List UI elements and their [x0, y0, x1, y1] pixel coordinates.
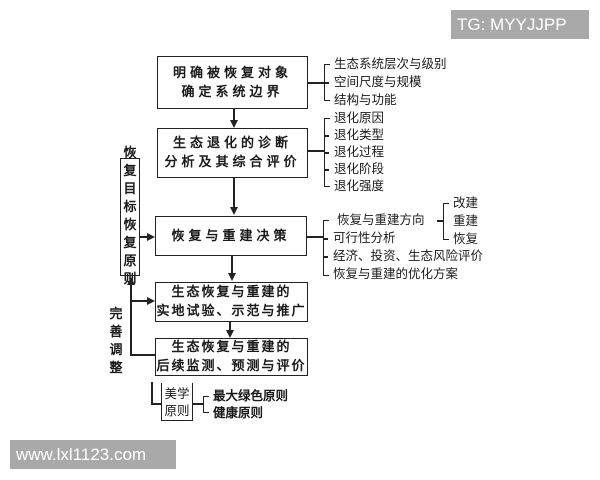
aesthetic-connector — [193, 403, 203, 405]
step1-detail-2: 空间尺度与规模 — [334, 74, 422, 89]
aesthetic-label: 美学原则 — [164, 385, 190, 418]
arrow-4-5-line — [229, 322, 231, 331]
side-to-step3-line — [140, 236, 148, 238]
step3-box: 恢复与重建决策 — [155, 216, 307, 256]
step3-tick-2 — [323, 256, 328, 258]
arrow-1-2-line — [233, 109, 235, 121]
watermark-bottom-left: www.lxl1123.com — [10, 440, 176, 469]
step3-connector — [307, 236, 323, 238]
step2-detail-3: 退化过程 — [334, 144, 385, 159]
step1-connector — [308, 82, 324, 84]
step3-direction: 恢复与重建方向 — [337, 212, 425, 227]
step1-line1: 明确被恢复对象 — [172, 65, 292, 81]
arrow-right-icon — [147, 297, 155, 305]
step3-bracket — [323, 220, 329, 276]
feedback-vertical — [130, 284, 132, 355]
step2-line1: 生态退化的诊断 — [172, 136, 292, 151]
arrow-down-icon — [230, 120, 238, 128]
direction-bracket — [443, 203, 449, 240]
arrow-down-icon — [226, 330, 234, 338]
arrow-down-icon — [230, 207, 238, 215]
step2-box: 生态退化的诊断 分析及其综合评价 — [157, 128, 308, 178]
step1-detail-3: 结构与功能 — [334, 92, 397, 107]
aesthetic-item-2: 健康原则 — [213, 405, 264, 420]
step1-detail-1: 生态系统层次与级别 — [334, 56, 447, 71]
side-box-text: 恢复目标恢复原则 — [123, 146, 137, 287]
side-goals-principles-box: 恢复目标恢复原则 — [120, 146, 140, 287]
step1-box: 明确被恢复对象 确定系统边界 — [157, 56, 308, 109]
step5-line1: 生态恢复与重建的 — [171, 340, 292, 355]
feedback-to-step4 — [130, 300, 148, 302]
step3-tick-1 — [323, 238, 328, 240]
arrow-right-icon — [147, 233, 155, 241]
step3-item-2: 经济、投资、生态风险评价 — [333, 248, 484, 263]
aesthetic-bottom-line — [151, 403, 161, 405]
arrow-down-icon — [228, 273, 236, 281]
step2-detail-1: 退化原因 — [334, 110, 385, 125]
direction-connector — [437, 220, 443, 222]
watermark-text: TG: MYYJJPP — [457, 14, 567, 34]
feedback-label: 完善调整 — [109, 307, 123, 376]
step3-item-3: 恢复与重建的优化方案 — [333, 266, 459, 281]
aesthetic-bracket — [203, 396, 209, 413]
step2-detail-4: 退化阶段 — [334, 161, 385, 176]
step3-line1: 恢复与重建决策 — [171, 228, 291, 244]
aesthetic-item-1: 最大绿色原则 — [213, 388, 289, 403]
step2-tick-1 — [324, 135, 329, 137]
arrow-up-icon — [127, 277, 135, 285]
step2-detail-2: 退化类型 — [334, 127, 385, 142]
arrow-2-3-line — [233, 178, 235, 208]
step5-box: 生态恢复与重建的 后续监测、预测与评价 — [155, 338, 308, 376]
step1-line2: 确定系统边界 — [181, 84, 284, 100]
watermark-text: www.lxl1123.com — [16, 444, 147, 464]
step2-tick-2 — [324, 152, 329, 154]
aesthetic-left-line — [151, 382, 153, 404]
watermark-top-right: TG: MYYJJPP — [451, 10, 589, 39]
step2-detail-5: 退化强度 — [334, 178, 385, 193]
step4-box: 生态恢复与重建的 实地试验、示范与推广 — [155, 282, 308, 322]
feedback-from-step5 — [130, 354, 155, 356]
step5-line2: 后续监测、预测与评价 — [156, 359, 307, 374]
step2-tick-3 — [324, 169, 329, 171]
step1-tick — [324, 82, 329, 84]
step2-line2: 分析及其综合评价 — [164, 155, 301, 170]
arrow-3-4-line — [231, 256, 233, 274]
direction-option-2: 重建 — [453, 213, 479, 228]
direction-option-1: 改建 — [453, 195, 479, 210]
step4-line1: 生态恢复与重建的 — [171, 285, 292, 300]
step2-connector — [308, 150, 324, 152]
aesthetic-box: 美学原则 — [161, 383, 193, 421]
step3-item-1: 可行性分析 — [333, 230, 396, 245]
direction-option-3: 恢复 — [453, 231, 479, 246]
step4-line2: 实地试验、示范与推广 — [156, 304, 307, 319]
